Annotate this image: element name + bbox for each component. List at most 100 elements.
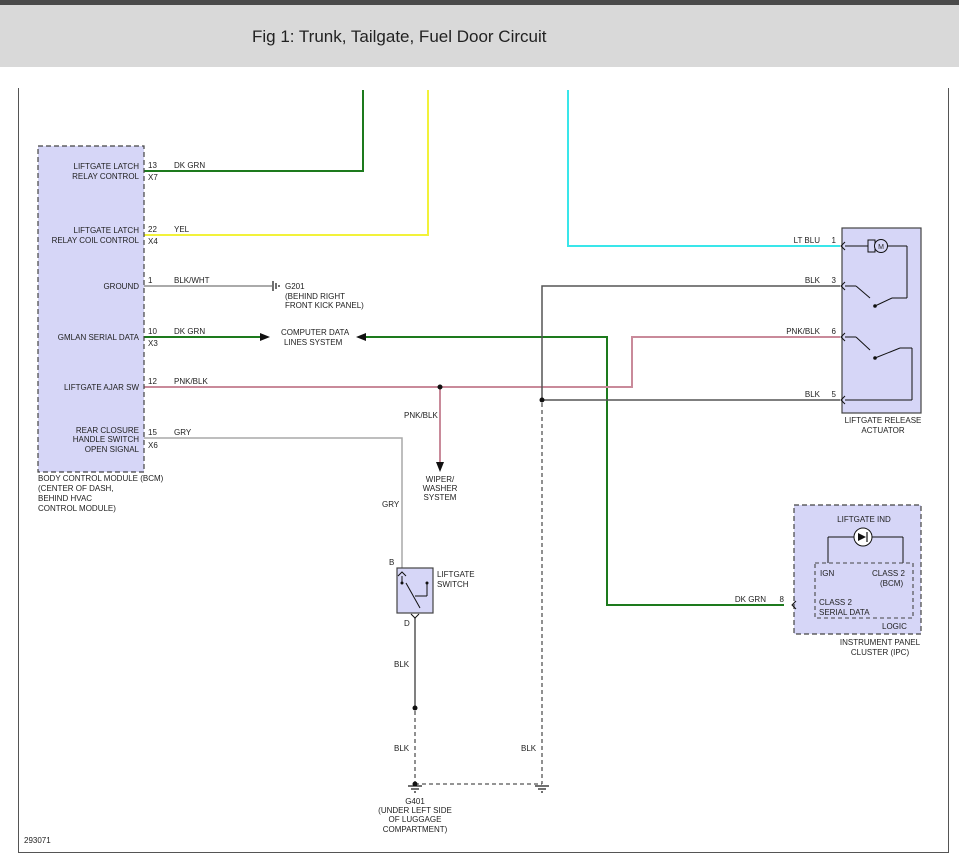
bcm-pin15-label3: OPEN SIGNAL [85, 445, 140, 454]
splice-ajar [437, 384, 443, 390]
g401-label: G401 [405, 797, 425, 806]
diagram-frame [18, 88, 949, 853]
bcm-caption-2: (CENTER OF DASH, [38, 484, 114, 493]
bcm-module-box [37, 145, 145, 473]
ipc-caption-1: INSTRUMENT PANEL [840, 638, 921, 647]
ipc-ign-label: IGN [820, 569, 834, 578]
wire-label-blk-right: BLK [521, 744, 537, 753]
bcm-pin1-number: 1 [148, 276, 153, 285]
wire-label-blk-5: BLK [805, 390, 821, 399]
liftgate-switch-box [396, 567, 434, 614]
wire-label-blk-wht: BLK/WHT [174, 276, 210, 285]
wire-label-lt-blu: LT BLU [794, 236, 821, 245]
switch-label-2: SWITCH [437, 580, 469, 589]
bcm-pin22-label2: RELAY COIL CONTROL [52, 236, 140, 245]
ground-symbol-g201 [272, 281, 280, 291]
g201-location-2: FRONT KICK PANEL) [285, 301, 364, 310]
bcm-pin22-number: 22 [148, 225, 157, 234]
bcm-pin13-number: 13 [148, 161, 157, 170]
bcm-pin1-label: GROUND [103, 282, 139, 291]
wire-blk-act-3 [541, 285, 840, 400]
g401-location-1: (UNDER LEFT SIDE [378, 806, 452, 815]
bcm-caption-3: BEHIND HVAC [38, 494, 92, 503]
actuator-caption-2: ACTUATOR [861, 426, 904, 435]
ipc-logic-label: LOGIC [882, 622, 907, 631]
bcm-pin15-label2: HANDLE SWITCH [73, 435, 139, 444]
bcm-pin10-number: 10 [148, 327, 157, 336]
wire-lt-blu [567, 90, 840, 247]
splice-blk [539, 397, 545, 403]
actuator-switch-2-icon [845, 336, 913, 401]
bcm-pin13-connector: X7 [148, 173, 158, 182]
wire-label-blk-lower: BLK [394, 744, 410, 753]
actuator-pin-6: 6 [832, 327, 837, 336]
actuator-switch-1-icon [845, 285, 893, 308]
bcm-pin22-connector: X4 [148, 237, 158, 246]
g401-location-2: OF LUGGAGE [389, 815, 442, 824]
wire-label-dk-grn-10: DK GRN [174, 327, 205, 336]
bcm-caption-4: CONTROL MODULE) [38, 504, 116, 513]
ipc-logic-box [814, 562, 914, 619]
bcm-pin10-connector: X3 [148, 339, 158, 348]
actuator-box [841, 227, 922, 414]
bcm-pin15-number: 15 [148, 428, 157, 437]
ground-symbol-right [535, 785, 549, 793]
ipc-class2-bcm-1: CLASS 2 [872, 569, 905, 578]
wire-label-yel: YEL [174, 225, 190, 234]
actuator-pin-5: 5 [832, 390, 837, 399]
arrow-to-wiper [436, 462, 444, 472]
ipc-pin-8: 8 [780, 595, 785, 604]
arrow-from-ipc [356, 333, 366, 341]
wire-label-gry-switch: GRY [382, 500, 400, 509]
wiper-label-3: SYSTEM [424, 493, 457, 502]
ipc-connector-mark [791, 600, 797, 610]
ipc-indicator-label: LIFTGATE IND [837, 515, 891, 524]
wire-label-gry: GRY [174, 428, 192, 437]
data-lines-label-1: COMPUTER DATA [281, 328, 350, 337]
wiper-label-1: WIPER/ [426, 475, 455, 484]
arrow-to-data-lines [260, 333, 270, 341]
bcm-pin12-label: LIFTGATE AJAR SW [64, 383, 139, 392]
actuator-pin-1: 1 [832, 236, 837, 245]
actuator-pin-3: 3 [832, 276, 837, 285]
switch-label-1: LIFTGATE [437, 570, 475, 579]
ground-symbol-g401 [408, 785, 422, 793]
splice-switch-blk [412, 705, 418, 711]
bcm-caption-1: BODY CONTROL MODULE (BCM) [38, 474, 164, 483]
bcm-pin13-label2: RELAY CONTROL [72, 172, 139, 181]
actuator-connector-marks [840, 241, 846, 405]
wiper-label-2: WASHER [423, 484, 458, 493]
switch-pin-b: B [389, 558, 394, 567]
wire-dk-grn-relay-control [144, 90, 364, 172]
wire-label-blk-3: BLK [805, 276, 821, 285]
actuator-caption-1: LIFTGATE RELEASE [845, 416, 922, 425]
bcm-pin13-label1: LIFTGATE LATCH [74, 162, 140, 171]
figure-header: Fig 1: Trunk, Tailgate, Fuel Door Circui… [0, 5, 959, 67]
bcm-pin22-label1: LIFTGATE LATCH [74, 226, 140, 235]
motor-icon [845, 239, 908, 299]
wire-label-pnk-blk-wiper: PNK/BLK [404, 411, 438, 420]
bcm-pin15-label1: REAR CLOSURE [76, 426, 139, 435]
wire-label-dk-grn-13: DK GRN [174, 161, 205, 170]
wire-yel-relay-coil [144, 90, 429, 236]
switch-pin-d: D [404, 619, 410, 628]
wire-pnk-blk-ajar [144, 336, 840, 388]
figure-number: 293071 [24, 836, 51, 845]
top-border-bar [0, 0, 959, 5]
wire-gry [144, 437, 403, 568]
figure-title: Fig 1: Trunk, Tailgate, Fuel Door Circui… [252, 27, 547, 46]
liftgate-indicator-lamp-icon [827, 527, 904, 563]
g401-location-3: COMPARTMENT) [383, 825, 448, 834]
bcm-pin12-number: 12 [148, 377, 157, 386]
ipc-caption-2: CLUSTER (IPC) [851, 648, 910, 657]
data-lines-label-2: LINES SYSTEM [284, 338, 343, 347]
wire-label-blk-switch: BLK [394, 660, 410, 669]
liftgate-switch-icon [397, 571, 429, 619]
wire-label-pnk-blk-12: PNK/BLK [174, 377, 208, 386]
ipc-class2-bcm-2: (BCM) [880, 579, 903, 588]
wire-label-pnk-blk-6: PNK/BLK [786, 327, 820, 336]
g201-location-1: (BEHIND RIGHT [285, 292, 345, 301]
bcm-pin15-connector: X6 [148, 441, 158, 450]
splice-g401 [412, 781, 418, 787]
